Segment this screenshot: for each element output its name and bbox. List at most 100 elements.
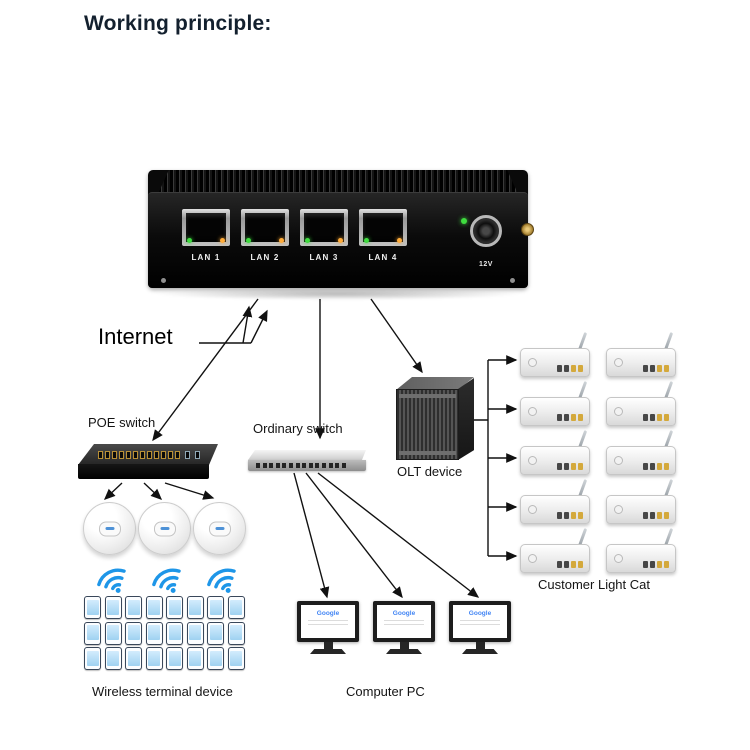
amber-led xyxy=(220,238,225,243)
olt-device-label: OLT device xyxy=(397,464,463,479)
smartphone xyxy=(186,621,204,645)
poe-port xyxy=(195,451,200,459)
router-port xyxy=(657,561,662,568)
poe-switch-top xyxy=(78,444,218,465)
customer-router xyxy=(520,479,600,526)
screw-icon xyxy=(510,278,515,283)
olt-device xyxy=(394,377,482,465)
phone-screen xyxy=(230,625,242,640)
router-port xyxy=(643,463,648,470)
poe-switch-label: POE switch xyxy=(88,415,156,430)
customer-router xyxy=(606,430,686,477)
monitor-screen: Google xyxy=(297,601,359,642)
power-connector xyxy=(470,215,502,247)
router-ports xyxy=(557,414,583,421)
phone-screen xyxy=(107,650,119,666)
router-port xyxy=(571,463,576,470)
router-port xyxy=(571,512,576,519)
phone-screen xyxy=(168,599,181,615)
monitor-screen: Google xyxy=(449,601,511,642)
router-ports xyxy=(643,414,669,421)
switch-port xyxy=(308,463,313,468)
phone-screen xyxy=(209,625,222,640)
router-button xyxy=(528,358,537,367)
switch-port xyxy=(256,463,260,468)
switch-port xyxy=(315,463,320,468)
router-port xyxy=(643,512,648,519)
router-body xyxy=(520,495,590,524)
phone-screen xyxy=(189,625,201,640)
computer-pc-label: Computer PC xyxy=(346,684,425,699)
monitor-logo: Google xyxy=(392,610,416,617)
lan-port: LAN 4 xyxy=(359,209,407,262)
router-port xyxy=(664,561,669,568)
poe-switch-front xyxy=(78,464,209,479)
poe-port xyxy=(161,451,166,459)
router-ports xyxy=(557,463,583,470)
switch-port xyxy=(335,463,340,468)
smartphone xyxy=(145,647,163,670)
wifi-icon xyxy=(151,568,181,593)
router-port xyxy=(657,512,662,519)
smartphone xyxy=(166,647,183,670)
router-port xyxy=(557,414,562,421)
wireless-access-point xyxy=(193,502,246,555)
device-heatsink xyxy=(158,170,518,194)
lan-port-label: LAN 4 xyxy=(368,253,398,262)
smartphone xyxy=(145,621,163,645)
lan-port: LAN 3 xyxy=(300,209,348,262)
router-port xyxy=(664,512,669,519)
router-button xyxy=(614,456,623,465)
ordinary-switch-label: Ordinary switch xyxy=(253,421,343,436)
wifi-signal xyxy=(83,556,138,598)
router-ports xyxy=(643,365,669,372)
olt-front-face xyxy=(396,389,459,460)
monitor-line xyxy=(460,623,500,625)
smartphone xyxy=(125,596,142,619)
router-port xyxy=(664,463,669,470)
router-button xyxy=(528,456,537,465)
phone-screen xyxy=(189,599,201,615)
phone-screen xyxy=(168,625,181,640)
wifi-signal xyxy=(138,556,193,598)
router-port xyxy=(657,414,662,421)
ap-logo xyxy=(98,521,121,536)
smartphone xyxy=(125,621,142,645)
customer-router xyxy=(520,332,600,379)
poe-port xyxy=(154,451,159,459)
smartphone xyxy=(227,647,245,670)
smartphone xyxy=(84,647,101,670)
smartphone xyxy=(104,647,122,670)
switch-port xyxy=(288,463,293,468)
port-slot xyxy=(245,213,285,242)
router-button xyxy=(614,358,623,367)
router-port xyxy=(650,561,655,568)
customer-router xyxy=(606,479,686,526)
router-body xyxy=(606,348,676,377)
port-slot xyxy=(304,213,344,242)
smartphone xyxy=(207,647,224,670)
router-port xyxy=(578,512,583,519)
monitor-logo: Google xyxy=(316,610,340,617)
router-port xyxy=(557,463,562,470)
router-port xyxy=(578,463,583,470)
green-led xyxy=(246,238,251,243)
poe-port xyxy=(185,451,190,459)
phone-screen xyxy=(86,625,99,640)
smartphone xyxy=(207,596,224,619)
amber-led xyxy=(338,238,343,243)
phone-screen xyxy=(107,625,119,640)
router-ports xyxy=(557,561,583,568)
router-port xyxy=(657,365,662,372)
router-port xyxy=(557,512,562,519)
router-ports xyxy=(643,512,669,519)
wireless-terminal-label: Wireless terminal device xyxy=(92,684,233,699)
screw-icon xyxy=(161,278,166,283)
poe-port xyxy=(105,451,110,459)
router-port xyxy=(564,365,569,372)
monitor-line xyxy=(384,619,424,621)
router-body xyxy=(520,544,590,573)
internet-label: Internet xyxy=(98,324,173,349)
